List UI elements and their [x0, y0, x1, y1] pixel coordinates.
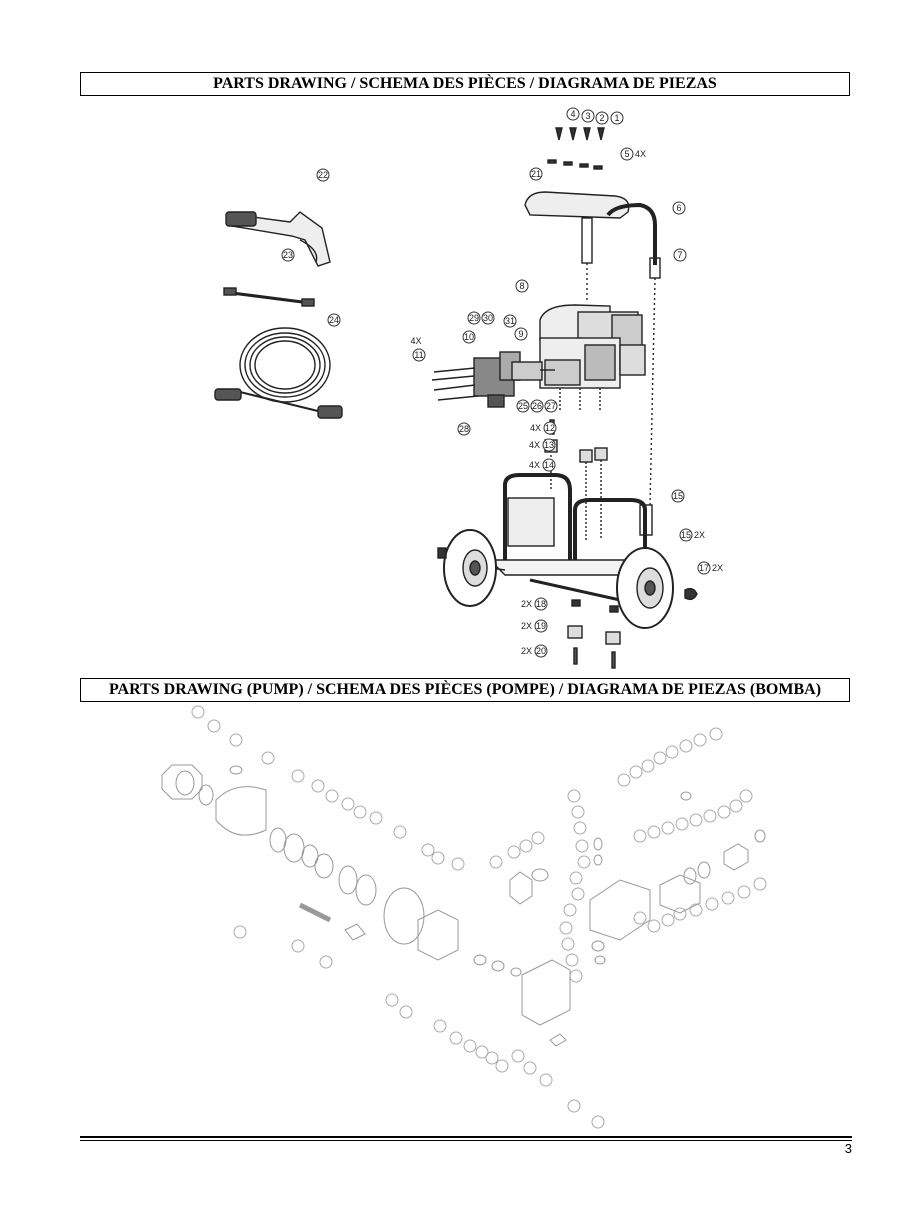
callout-8: 8	[515, 279, 529, 293]
callout-22: 22	[316, 168, 330, 182]
callout-number: 13	[544, 440, 554, 450]
callout-12: 12 4X	[530, 421, 557, 435]
callout-24: 24	[327, 313, 341, 327]
callout-quantity: 2X	[521, 599, 532, 609]
callout-4: 4	[566, 107, 580, 121]
callout-quantity: 4X	[530, 423, 541, 433]
callout-number: 27	[546, 401, 556, 411]
callout-quantity: 4X	[529, 460, 540, 470]
pump-callout-circles	[191, 705, 767, 1129]
callout-23: 23	[281, 248, 295, 262]
callout-number: 18	[536, 599, 546, 609]
engine	[539, 304, 646, 410]
callout-quantity: 2X	[712, 563, 723, 573]
callout-number: 12	[545, 423, 555, 433]
callout-number: 21	[531, 169, 541, 179]
page-number: 3	[844, 1141, 852, 1156]
callout-19: 19 2X	[521, 619, 548, 633]
callout-number: 29	[469, 313, 479, 323]
callout-number: 26	[532, 401, 542, 411]
pump-components	[161, 764, 766, 1047]
callout-quantity: 4X	[635, 149, 646, 159]
callout-number: 24	[329, 315, 339, 325]
parts-drawing-title: PARTS DRAWING / SCHEMA DES PIÈCES / DIAG…	[80, 72, 850, 96]
callout-18: 18 2X	[521, 597, 548, 611]
callout-31: 31	[503, 314, 517, 328]
callout-number: 23	[283, 250, 293, 260]
callout-6: 6	[672, 201, 686, 215]
callout-number: 1	[614, 113, 619, 123]
callout-quantity: 2X	[521, 621, 532, 631]
callout-29: 29	[467, 311, 481, 325]
callout-number: 30	[483, 313, 493, 323]
callout-number: 11	[414, 350, 423, 360]
pump-assembly	[431, 351, 555, 408]
callout-number: 3	[585, 111, 590, 121]
wheel-left	[437, 529, 497, 607]
callout-quantity: 2X	[694, 530, 705, 540]
spray-wand	[223, 287, 315, 307]
callout-number: 14	[544, 460, 554, 470]
callout-quantity: 4X	[529, 440, 540, 450]
handle-knobs	[547, 127, 605, 170]
callout-number: 10	[464, 332, 474, 342]
callout-number: 31	[505, 316, 515, 326]
footer-rule-top	[80, 1136, 852, 1138]
callout-number: 25	[518, 401, 528, 411]
callout-number: 19	[536, 621, 546, 631]
callout-15: 15	[671, 489, 685, 503]
callout-21: 21	[529, 167, 543, 181]
callout-quantity: 2X	[521, 646, 532, 656]
callout-10: 10	[462, 330, 476, 344]
callout-number: 15	[673, 491, 683, 501]
callout-number: 28	[459, 424, 469, 434]
callout-number: 17	[699, 563, 709, 573]
callout-number: 5	[624, 149, 629, 159]
callout-number: 22	[318, 170, 328, 180]
callout-3: 3	[581, 109, 595, 123]
handle-frame	[524, 191, 661, 506]
callout-13: 13 4X	[529, 438, 556, 452]
callout-number: 8	[519, 281, 524, 291]
callout-9: 9	[514, 327, 528, 341]
callout-number: 2	[599, 113, 604, 123]
callout-20: 20 2X	[521, 644, 548, 658]
callout-7: 7	[673, 248, 687, 262]
callout-number: 7	[677, 250, 682, 260]
spray-gun	[225, 211, 331, 267]
callout-5: 5 4X	[620, 147, 646, 161]
callout-number: 15	[681, 530, 691, 540]
callout-2: 2	[595, 111, 609, 125]
wheel-right	[616, 547, 698, 629]
callout-number: 9	[518, 329, 523, 339]
callout-number: 4	[570, 109, 575, 119]
callout-26: 26	[530, 399, 544, 413]
footer-rule-bottom	[80, 1140, 852, 1141]
callout-14: 14 4X	[529, 458, 556, 472]
callout-27: 27	[544, 399, 558, 413]
callout-28: 28	[457, 422, 471, 436]
callout-25: 25	[516, 399, 530, 413]
callout-1: 1	[610, 111, 624, 125]
bottom-hardware	[567, 599, 621, 669]
pump-drawing-title: PARTS DRAWING (PUMP) / SCHEMA DES PIÈCES…	[80, 678, 850, 702]
cart-frame	[469, 473, 662, 602]
callout-number: 20	[536, 646, 546, 656]
callout-quantity: 4X	[410, 336, 421, 346]
callout-30: 30	[481, 311, 495, 325]
callout-number: 6	[676, 203, 681, 213]
high-pressure-hose	[214, 327, 343, 419]
